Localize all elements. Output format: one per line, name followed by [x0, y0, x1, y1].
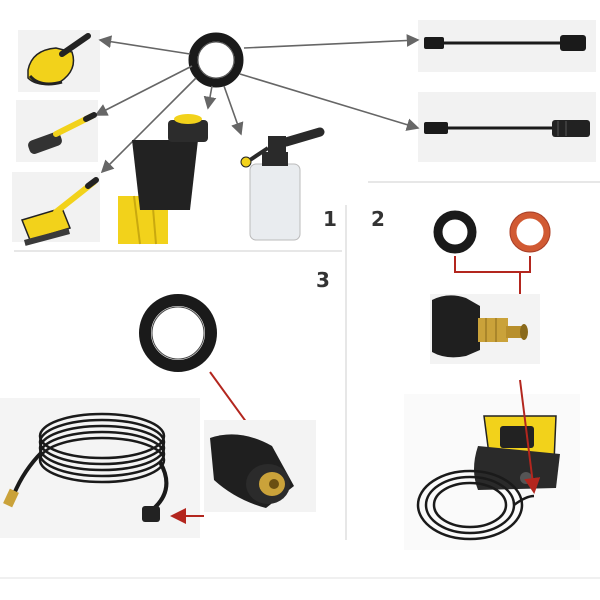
black-o-ring-icon: [188, 32, 244, 88]
patio-brush-icon: [20, 177, 99, 246]
nut-closeup: [204, 420, 316, 512]
fitting-closeup: [430, 294, 540, 364]
rotary-brush-icon: [28, 112, 97, 154]
hose-coil-icon: [12, 412, 169, 512]
step-number-1: 1: [323, 207, 337, 231]
washer-arrow: [519, 379, 541, 494]
hose-connector-icon: [118, 114, 208, 245]
wash-brush-icon: [27, 33, 91, 86]
hose-end-left: [3, 488, 19, 508]
spray-lance-icon: [424, 35, 586, 51]
step-number-3: 3: [316, 268, 330, 292]
accessory-arrows: [94, 34, 420, 174]
ring-bracket: [454, 256, 531, 273]
step-number-2: 2: [371, 207, 385, 231]
black-o-ring-icon: [139, 294, 217, 372]
hose-end-right: [142, 506, 160, 522]
orange-o-ring-icon: [509, 211, 551, 253]
hose-coil-icon: [416, 469, 535, 541]
hose-tile: [0, 398, 200, 538]
foam-bottle-icon: [240, 127, 325, 241]
black-o-ring-icon: [433, 210, 477, 254]
spray-lance-icon: [424, 120, 590, 137]
